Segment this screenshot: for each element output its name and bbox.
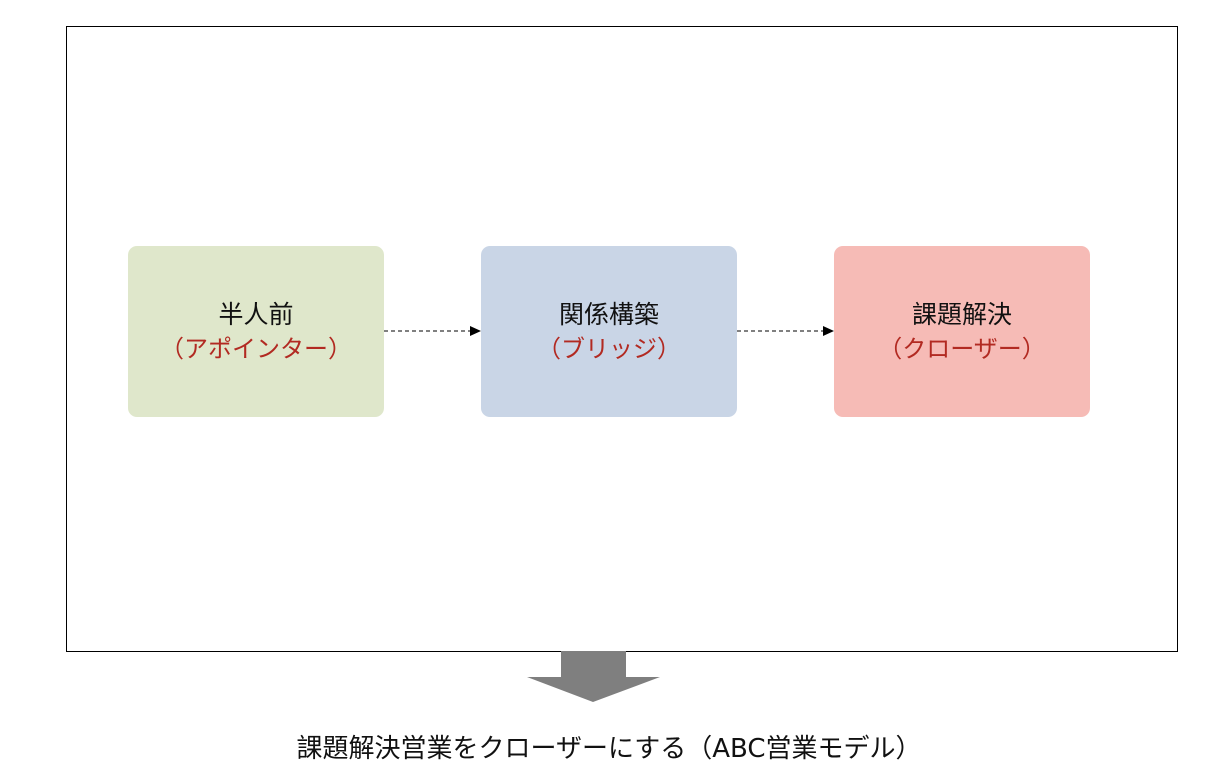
stage-subtitle: （アポインター） <box>160 334 352 363</box>
down-arrow-icon <box>527 651 660 702</box>
stage-subtitle: （ブリッジ） <box>537 334 681 363</box>
dashed-arrow-connector <box>384 326 481 336</box>
summary-caption: 課題解決営業をクローザーにする（ABC営業モデル） <box>296 734 922 764</box>
stage-title: 半人前 <box>218 299 294 329</box>
stage-box-closer: 課題解決 （クローザー） <box>834 246 1090 417</box>
stage-subtitle: （クローザー） <box>878 334 1046 363</box>
stage-title: 関係構築 <box>558 299 659 329</box>
stage-title: 課題解決 <box>911 299 1012 329</box>
stage-box-appointer: 半人前 （アポインター） <box>128 246 384 417</box>
stage-box-bridge: 関係構築 （ブリッジ） <box>481 246 737 417</box>
dashed-arrow-connector <box>737 326 834 336</box>
